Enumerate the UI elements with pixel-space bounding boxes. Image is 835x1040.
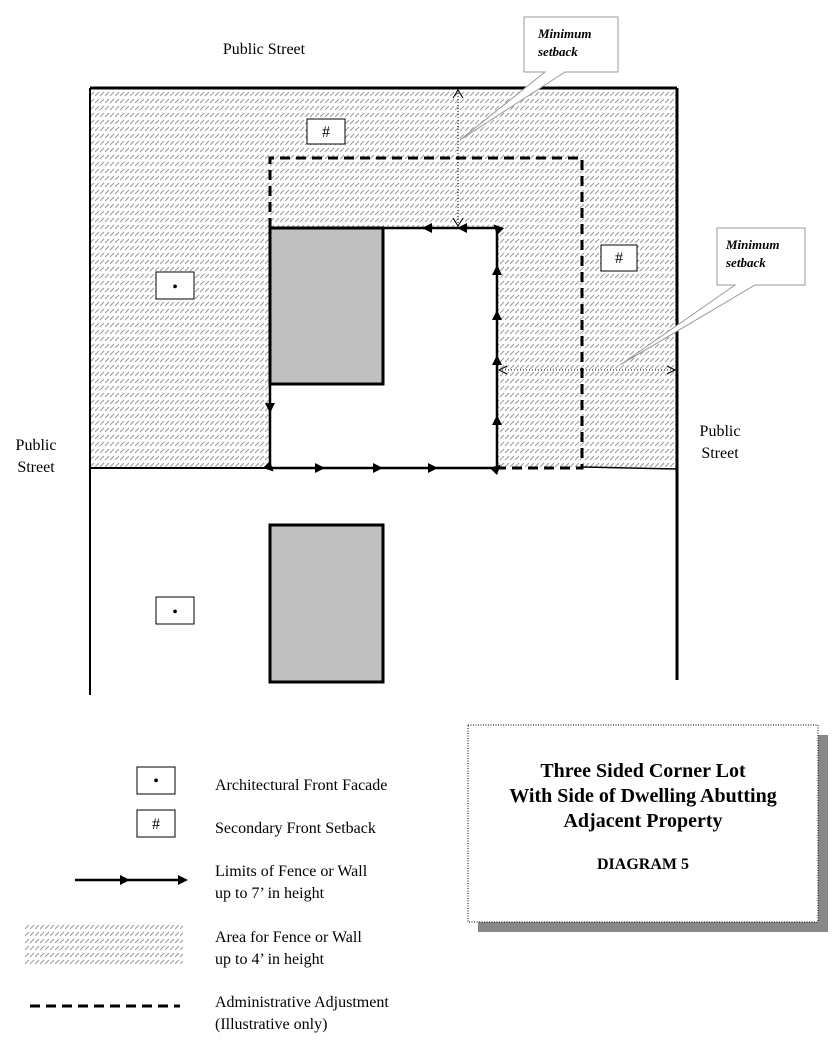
svg-text:up to 7’ in height: up to 7’ in height [215,885,325,902]
svg-text:up to 4’ in height: up to 4’ in height [215,951,325,968]
secondary-front-marker: # [600,244,638,272]
svg-text:Limits of Fence or Wall: Limits of Fence or Wall [215,863,368,880]
svg-text:#: # [152,816,160,833]
front-facade-marker: • [155,271,195,300]
legend: • Architectural Front Facade # Secondary… [25,766,389,1033]
svg-text:Minimum: Minimum [725,237,779,252]
dwelling-corner-lot [268,226,385,386]
svg-text:•: • [172,279,178,296]
front-facade-marker: • [155,596,195,625]
title-box: Three Sided Corner Lot With Side of Dwel… [467,724,828,932]
secondary-front-marker: # [306,118,346,145]
svg-text:With Side of Dwelling Abutting: With Side of Dwelling Abutting [509,785,776,807]
street-label-right: Street [701,445,739,462]
administrative-adjustment-line [268,156,584,470]
legend-facade: Architectural Front Facade [215,777,387,794]
svg-text:•: • [172,604,178,621]
svg-text:Adjacent Property: Adjacent Property [563,810,722,832]
svg-text:Area for Fence or Wall: Area for Fence or Wall [215,929,362,946]
callout-top: Minimum setback [459,16,619,141]
street-label-left: Street [17,459,55,476]
svg-text:setback: setback [725,255,766,270]
svg-text:DIAGRAM 5: DIAGRAM 5 [597,856,689,873]
svg-text:#: # [615,250,623,267]
lot-lines [89,86,679,695]
svg-text:(Illustrative only): (Illustrative only) [215,1016,327,1033]
svg-text:Minimum: Minimum [537,26,591,41]
street-label-right: Public [700,423,741,440]
svg-text:Three Sided Corner Lot: Three Sided Corner Lot [540,760,746,782]
setback-arrowheads-right [497,365,677,375]
legend-secondary: Secondary Front Setback [215,820,376,837]
fence-7ft-line [262,223,505,476]
setback-arrowheads-top [452,89,464,227]
svg-text:•: • [153,773,159,790]
dwelling-adjacent-lot [268,523,385,684]
fence-4ft-area [90,88,677,468]
street-label-top: Public Street [223,41,306,58]
callout-right: Minimum setback [619,227,806,366]
svg-text:setback: setback [537,44,578,59]
svg-text:Administrative Adjustment: Administrative Adjustment [215,994,389,1011]
svg-text:#: # [322,124,330,141]
street-label-left: Public [16,437,57,454]
